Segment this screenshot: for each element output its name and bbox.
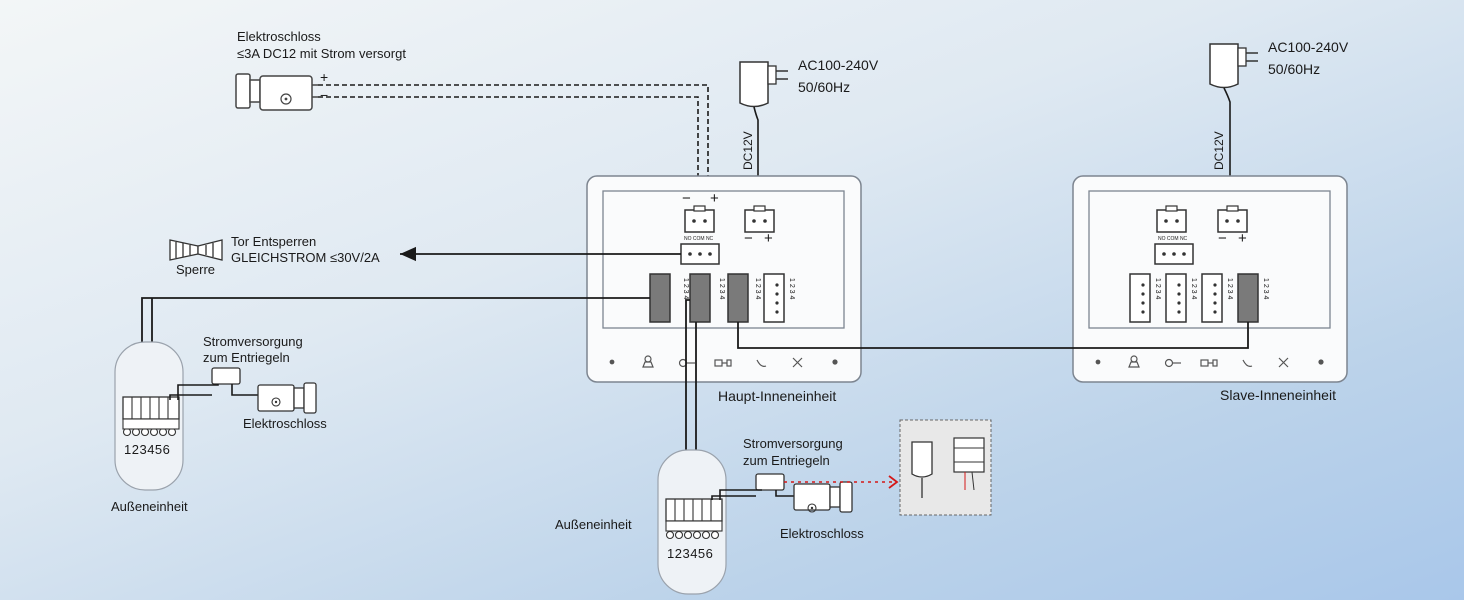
slave-power-ac: AC100-240V: [1268, 39, 1349, 55]
left-supply-line2: zum Entriegeln: [203, 350, 290, 365]
lock-plus-sign: +: [320, 69, 329, 85]
left-lock-label: Elektroschloss: [243, 416, 327, 431]
slave-port1-pins: 1 2 3 4: [1154, 278, 1161, 300]
slave-port4-pins: 1 2 3 4: [1262, 278, 1269, 300]
main-dc-plus: +: [764, 230, 773, 247]
slave-indoor-unit: [1072, 175, 1348, 383]
main-port3-pins: 1 2 3 4: [754, 278, 761, 300]
left-outdoor-label: Außeneinheit: [111, 499, 188, 514]
main-port4-pins: 1 2 3 4: [788, 278, 795, 300]
power-supply-options: [899, 419, 992, 516]
main-lock-plus: +: [710, 190, 719, 207]
outdoor-unit-left: [114, 341, 317, 491]
main-port1-pins: 1 2 3 4: [682, 278, 689, 300]
outdoor-unit-bottom: [657, 449, 899, 595]
main-port2-pins: 1 2 3 4: [718, 278, 725, 300]
main-power-hz: 50/60Hz: [798, 79, 851, 95]
slave-relay-pin-labels: NO COM NC: [1158, 236, 1188, 242]
barrier-icon: [169, 239, 223, 261]
slave-dc-minus: −: [1218, 230, 1227, 247]
gate-dc-spec: GLEICHSTROM ≤30V/2A: [231, 250, 380, 265]
slave-power-hz: 50/60Hz: [1268, 61, 1321, 77]
power-adapter-main: [739, 61, 788, 210]
main-dc-minus: −: [744, 230, 753, 247]
slave-port2-pins: 1 2 3 4: [1190, 278, 1197, 300]
slave-unit-label: Slave-Inneneinheit: [1220, 387, 1336, 403]
main-relay-pin-labels: NO COM NC: [684, 236, 714, 242]
slave-dc12v-label: DC12V: [1212, 131, 1226, 170]
lock-dashed-wires: [318, 84, 709, 210]
main-lock-minus: −: [682, 190, 691, 207]
bottom-lock-label: Elektroschloss: [780, 526, 864, 541]
main-dc12v-label: DC12V: [741, 131, 755, 170]
left-terminal-numbers: 123456: [124, 442, 171, 457]
power-adapter-slave: [1209, 43, 1258, 210]
main-indoor-unit: [586, 175, 862, 383]
slave-dc-plus: +: [1238, 230, 1247, 247]
left-supply-line1: Stromversorgung: [203, 334, 303, 349]
electric-lock-top: [235, 73, 318, 111]
bottom-terminal-numbers: 123456: [667, 546, 714, 561]
gate-unlock-label: Tor Entsperren: [231, 234, 317, 249]
main-power-ac: AC100-240V: [798, 57, 879, 73]
bottom-outdoor-label: Außeneinheit: [555, 517, 632, 532]
lock-top-spec: ≤3A DC12 mit Strom versorgt: [237, 46, 406, 61]
lock-minus-sign: −: [320, 87, 329, 103]
barrier-label: Sperre: [176, 262, 216, 277]
main-unit-label: Haupt-Inneneinheit: [718, 388, 837, 404]
lock-top-title: Elektroschloss: [237, 29, 321, 44]
bottom-supply-line2: zum Entriegeln: [743, 453, 830, 468]
slave-port3-pins: 1 2 3 4: [1226, 278, 1233, 300]
bottom-supply-line1: Stromversorgung: [743, 436, 843, 451]
